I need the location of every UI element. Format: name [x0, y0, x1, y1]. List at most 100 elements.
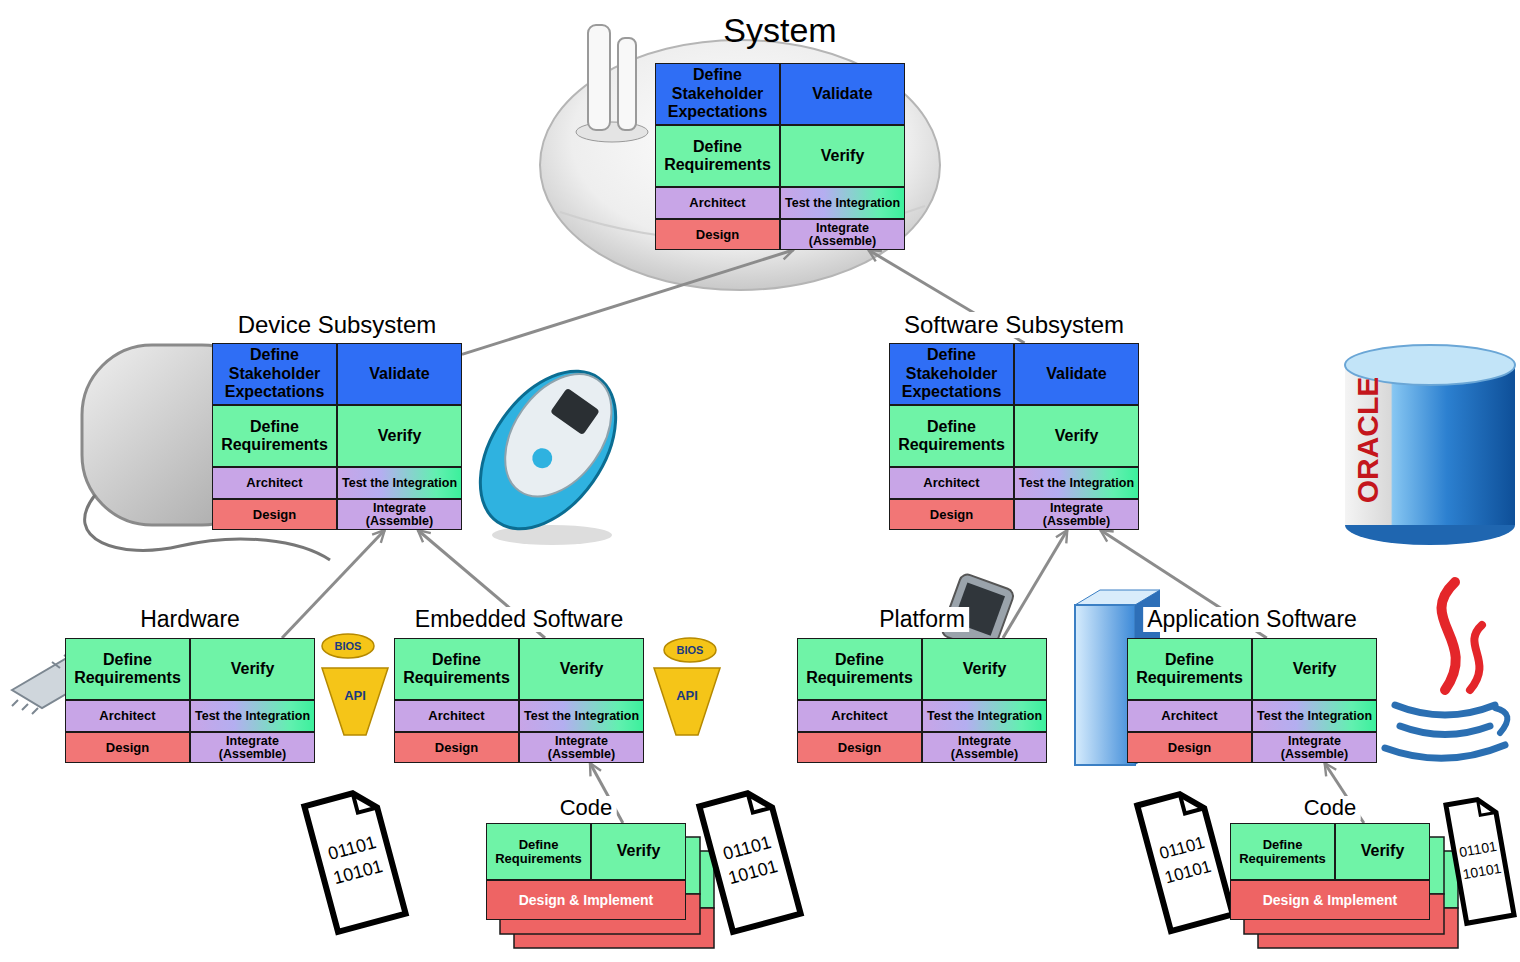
cell-label: Define Requirements — [1233, 838, 1332, 865]
cell-label: Design — [68, 741, 187, 754]
cell-label: Design — [658, 228, 777, 241]
patient-remote-part-part — [452, 346, 643, 553]
cell-label: Design & Implement — [489, 892, 683, 908]
process-cell: Architect — [394, 700, 519, 732]
binary-file-icon-part-part — [748, 788, 772, 812]
process-cell: Define Stakeholder Expectations — [212, 343, 337, 405]
system-console-part — [618, 38, 636, 130]
icon-text: BIOS — [677, 645, 704, 656]
process-cell: Define Requirements — [1127, 638, 1252, 700]
process-cell: Define Requirements — [889, 405, 1014, 467]
process-cell: Define Requirements — [212, 405, 337, 467]
process-cell: Design & Implement — [1230, 880, 1430, 920]
process-cell: Validate — [1014, 343, 1139, 405]
process-cell: Verify — [780, 125, 905, 187]
process-cell: Design — [655, 219, 780, 250]
cell-label: Verify — [522, 660, 641, 678]
block-heading: Device Subsystem — [234, 312, 441, 338]
cell-label: Verify — [340, 427, 459, 445]
java-logo-part — [1385, 745, 1505, 758]
block-heading: System — [719, 12, 840, 49]
system-console-part — [588, 25, 610, 130]
binary-file-icon — [304, 788, 1514, 932]
block: PlatformDefine RequirementsVerifyArchite… — [797, 638, 1047, 763]
patient-remote-part — [452, 346, 643, 553]
binary-digits: 10101 — [1163, 858, 1213, 887]
cell-label: Architect — [1130, 709, 1249, 722]
process-cell: Test the Integration — [780, 187, 905, 219]
binary-file-icon-part-part — [304, 788, 405, 932]
process-cell: Design — [797, 732, 922, 763]
cell-label: Verify — [783, 147, 902, 165]
block: SystemDefine Stakeholder ExpectationsVal… — [655, 63, 905, 250]
cell-label: Integrate (Assemble) — [193, 735, 312, 761]
process-cell: Verify — [591, 823, 686, 880]
process-cell: Design — [1127, 732, 1252, 763]
brand-logo-text: ORACLE — [1353, 377, 1383, 504]
process-cell: Verify — [337, 405, 462, 467]
cell-label: Verify — [925, 660, 1044, 678]
database-cylinder-part — [1345, 365, 1515, 525]
cell-label: Test the Integration — [783, 197, 902, 210]
bios-api-art-part — [654, 668, 720, 735]
flow-arrow — [1003, 530, 1067, 638]
flow-arrow — [282, 530, 385, 638]
cell-label: Integrate (Assemble) — [522, 735, 641, 761]
cell-label: Test the Integration — [1255, 710, 1374, 723]
cell-label: Define Requirements — [892, 418, 1011, 455]
process-cell: Define Requirements — [655, 125, 780, 187]
process-cell: Test the Integration — [922, 700, 1047, 732]
process-cell: Design & Implement — [486, 880, 686, 920]
cell-label: Test the Integration — [193, 710, 312, 723]
cell-label: Integrate (Assemble) — [340, 502, 459, 528]
cell-label: Architect — [892, 476, 1011, 489]
cell-label: Architect — [68, 709, 187, 722]
process-cell: Architect — [1127, 700, 1252, 732]
process-cell: Verify — [922, 638, 1047, 700]
cell-label: Test the Integration — [1017, 477, 1136, 490]
cell-label: Design — [1130, 741, 1249, 754]
process-cell: Integrate (Assemble) — [922, 732, 1047, 763]
binary-digits: 10101 — [726, 857, 779, 887]
process-cell: Design — [212, 499, 337, 530]
process-cell: Design — [65, 732, 190, 763]
binary-file-icon-part-part — [1477, 797, 1496, 816]
database-cylinder — [1345, 345, 1515, 545]
cell-label: Integrate (Assemble) — [1017, 502, 1136, 528]
cell-label: Validate — [1017, 365, 1136, 383]
block: CodeDefine RequirementsVerifyDesign & Im… — [486, 823, 686, 920]
process-cell: Verify — [1335, 823, 1430, 880]
bios-api-art-part — [322, 668, 388, 735]
cell-label: Design — [892, 508, 1011, 521]
icon-text: BIOS — [335, 641, 362, 652]
system-console — [540, 25, 940, 290]
process-cell: Test the Integration — [190, 700, 315, 732]
cell-label: Define Requirements — [68, 651, 187, 688]
icon-text: API — [344, 689, 366, 702]
binary-file-icon-part-part — [1446, 797, 1514, 924]
bios-api-art-part — [664, 638, 716, 662]
block-heading: Platform — [875, 607, 969, 632]
process-cell: Integrate (Assemble) — [337, 499, 462, 530]
process-cell: Integrate (Assemble) — [780, 219, 905, 250]
bios-api-art-part — [322, 634, 374, 658]
process-cell: Design — [889, 499, 1014, 530]
process-cell: Define Requirements — [394, 638, 519, 700]
process-cell: Verify — [1252, 638, 1377, 700]
java-logo-part — [1395, 705, 1495, 715]
binary-file-icon-part — [699, 788, 800, 932]
cell-label: Define Stakeholder Expectations — [658, 66, 777, 121]
cell-label: Define Requirements — [397, 651, 516, 688]
cell-label: Design & Implement — [1233, 892, 1427, 908]
cell-label: Architect — [800, 709, 919, 722]
block: HardwareDefine RequirementsVerifyArchite… — [65, 638, 315, 763]
process-cell: Verify — [1014, 405, 1139, 467]
binary-digits: 01101 — [1458, 839, 1498, 859]
cell-label: Architect — [215, 476, 334, 489]
cell-label: Define Requirements — [215, 418, 334, 455]
binary-file-icon-part — [304, 788, 405, 932]
process-cell: Architect — [797, 700, 922, 732]
block-heading: Code — [556, 796, 617, 820]
process-cell: Test the Integration — [1252, 700, 1377, 732]
